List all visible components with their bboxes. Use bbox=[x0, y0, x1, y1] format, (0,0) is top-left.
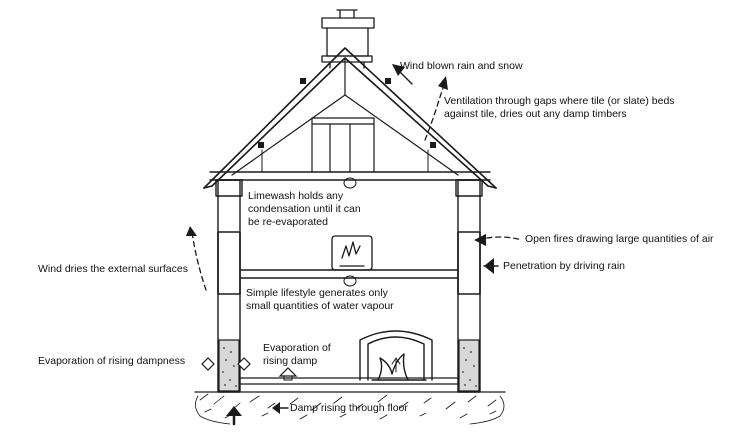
label-evap-rising-damp-line2: rising damp bbox=[263, 355, 318, 367]
label-damp-floor: Damp rising through floor bbox=[290, 402, 408, 414]
label-ventilation: Ventilation through gaps where tile (or … bbox=[444, 95, 675, 121]
attic-frame bbox=[311, 117, 375, 173]
arrows bbox=[186, 64, 523, 426]
label-wind-dries: Wind dries the external surfaces bbox=[38, 263, 188, 275]
damp-wall-bases bbox=[218, 339, 480, 392]
fireplace bbox=[359, 330, 433, 381]
floor-slab bbox=[239, 377, 459, 385]
roof bbox=[203, 47, 497, 189]
label-lifestyle: Simple lifestyle generates only small qu… bbox=[246, 287, 394, 313]
label-evap-rising-damp-line1: Evaporation of bbox=[263, 342, 331, 354]
label-limewash: Limewash holds any condensation until it… bbox=[248, 190, 361, 229]
label-lifestyle-line1: Simple lifestyle generates only bbox=[246, 287, 388, 299]
label-ventilation-line1: Ventilation through gaps where tile (or … bbox=[444, 95, 675, 107]
upper-floor bbox=[239, 269, 459, 287]
ceiling-beam bbox=[209, 171, 491, 189]
label-evap-rising-damp: Evaporation of rising damp bbox=[263, 342, 331, 368]
label-limewash-line2: condensation until it can bbox=[248, 203, 361, 215]
label-driving-rain: Penetration by driving rain bbox=[503, 260, 625, 272]
walls bbox=[215, 179, 483, 393]
label-lifestyle-line2: small quantities of water vapour bbox=[246, 300, 394, 312]
label-evap-rising-dampness: Evaporation of rising dampness bbox=[38, 355, 186, 367]
label-limewash-line3: be re-evaporated bbox=[248, 216, 328, 228]
label-ventilation-line2: against tile, dries out any damp timbers bbox=[444, 108, 627, 120]
label-wind-blown-rain-snow: Wind blown rain and snow bbox=[400, 60, 523, 72]
chimney bbox=[321, 9, 375, 69]
label-open-fires: Open fires drawing large quantities of a… bbox=[525, 233, 714, 245]
label-limewash-line1: Limewash holds any bbox=[248, 190, 344, 202]
wall-lamp bbox=[331, 235, 373, 271]
